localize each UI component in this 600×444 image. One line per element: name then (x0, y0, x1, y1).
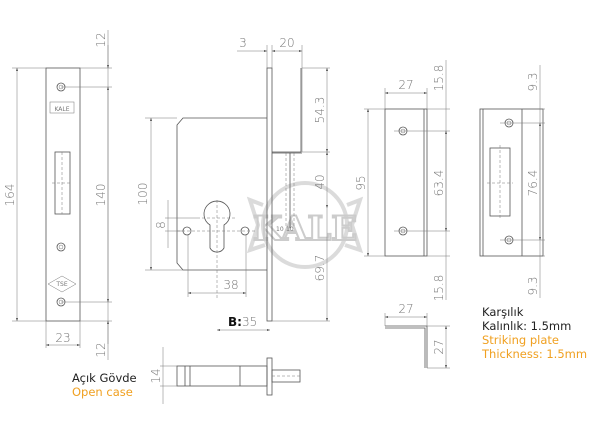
svg-text:KALE: KALE (253, 209, 357, 249)
dim-upper: 54.3 (313, 97, 327, 124)
lock-body-side-view: 100 8 38 B:35 3 20 10 10 54.3 40 69.7 (136, 36, 330, 331)
dim-bolt-depth: 20 (279, 36, 294, 50)
dim-cylinder-offset: 8 (154, 221, 168, 229)
kale-logo-icon: KALE (49, 101, 75, 114)
dim-small-a: 10 (276, 226, 284, 233)
dim-small-b: 10 (286, 226, 294, 233)
svg-text:TSE: TSE (55, 281, 67, 288)
caption-strike-tr: Karşılık (482, 305, 524, 319)
caption-thickness-en: Thickness: 1.5mm (481, 347, 587, 361)
kale-watermark: KALE (246, 181, 364, 269)
dim-case-thickness: 14 (149, 368, 163, 383)
caption-open-case-tr: Açık Gövde (72, 371, 137, 385)
strike-plate-a: 27 95 15.8 63.4 15.8 (354, 60, 450, 301)
dim-screw-spacing: 38 (223, 278, 238, 292)
dim-bracket-height: 27 (432, 339, 446, 354)
caption-strike-en: Striking plate (482, 333, 559, 347)
dim-strike-height: 95 (354, 175, 368, 190)
svg-text:KALE: KALE (54, 106, 69, 113)
lock-bottom-view: 14 (149, 347, 302, 404)
screw-hole-icon (56, 242, 66, 252)
dim-overall-height: 164 (3, 184, 17, 207)
dim-strike-b-holes: 76.4 (526, 170, 540, 197)
dim-strike-b-bottom: 9.3 (526, 276, 540, 295)
dim-width: 23 (55, 331, 70, 345)
dim-lower: 69.7 (313, 255, 327, 282)
caption-open-case-en: Open case (72, 385, 133, 399)
dim-body-height: 100 (136, 183, 150, 206)
strike-plate-b: 9.3 76.4 9.3 (479, 65, 545, 298)
dim-bolt-height: 40 (313, 174, 327, 189)
dim-strike-b-top: 9.3 (526, 72, 540, 91)
dim-strike-top: 15.8 (432, 65, 446, 92)
caption-thickness-tr: Kalınlık: 1.5mm (482, 319, 571, 333)
dim-strike-bottom: 15.8 (432, 275, 446, 302)
strike-bracket-view: 27 27 (384, 302, 450, 369)
dim-strike-width: 27 (398, 78, 413, 92)
faceplate-front-view: KALE TSE 164 12 140 12 23 (3, 30, 112, 360)
dim-hole-spacing: 140 (94, 184, 108, 207)
cylinder-hole-icon (202, 200, 237, 300)
dim-backset: B:35 (228, 315, 257, 329)
dim-strike-holes: 63.4 (432, 170, 446, 197)
tse-mark-icon: TSE (47, 275, 77, 293)
dim-top-margin: 12 (94, 32, 108, 47)
dim-bracket-width: 27 (398, 302, 413, 316)
dim-bottom-margin: 12 (94, 342, 108, 357)
dim-plate-thickness: 3 (239, 36, 247, 50)
